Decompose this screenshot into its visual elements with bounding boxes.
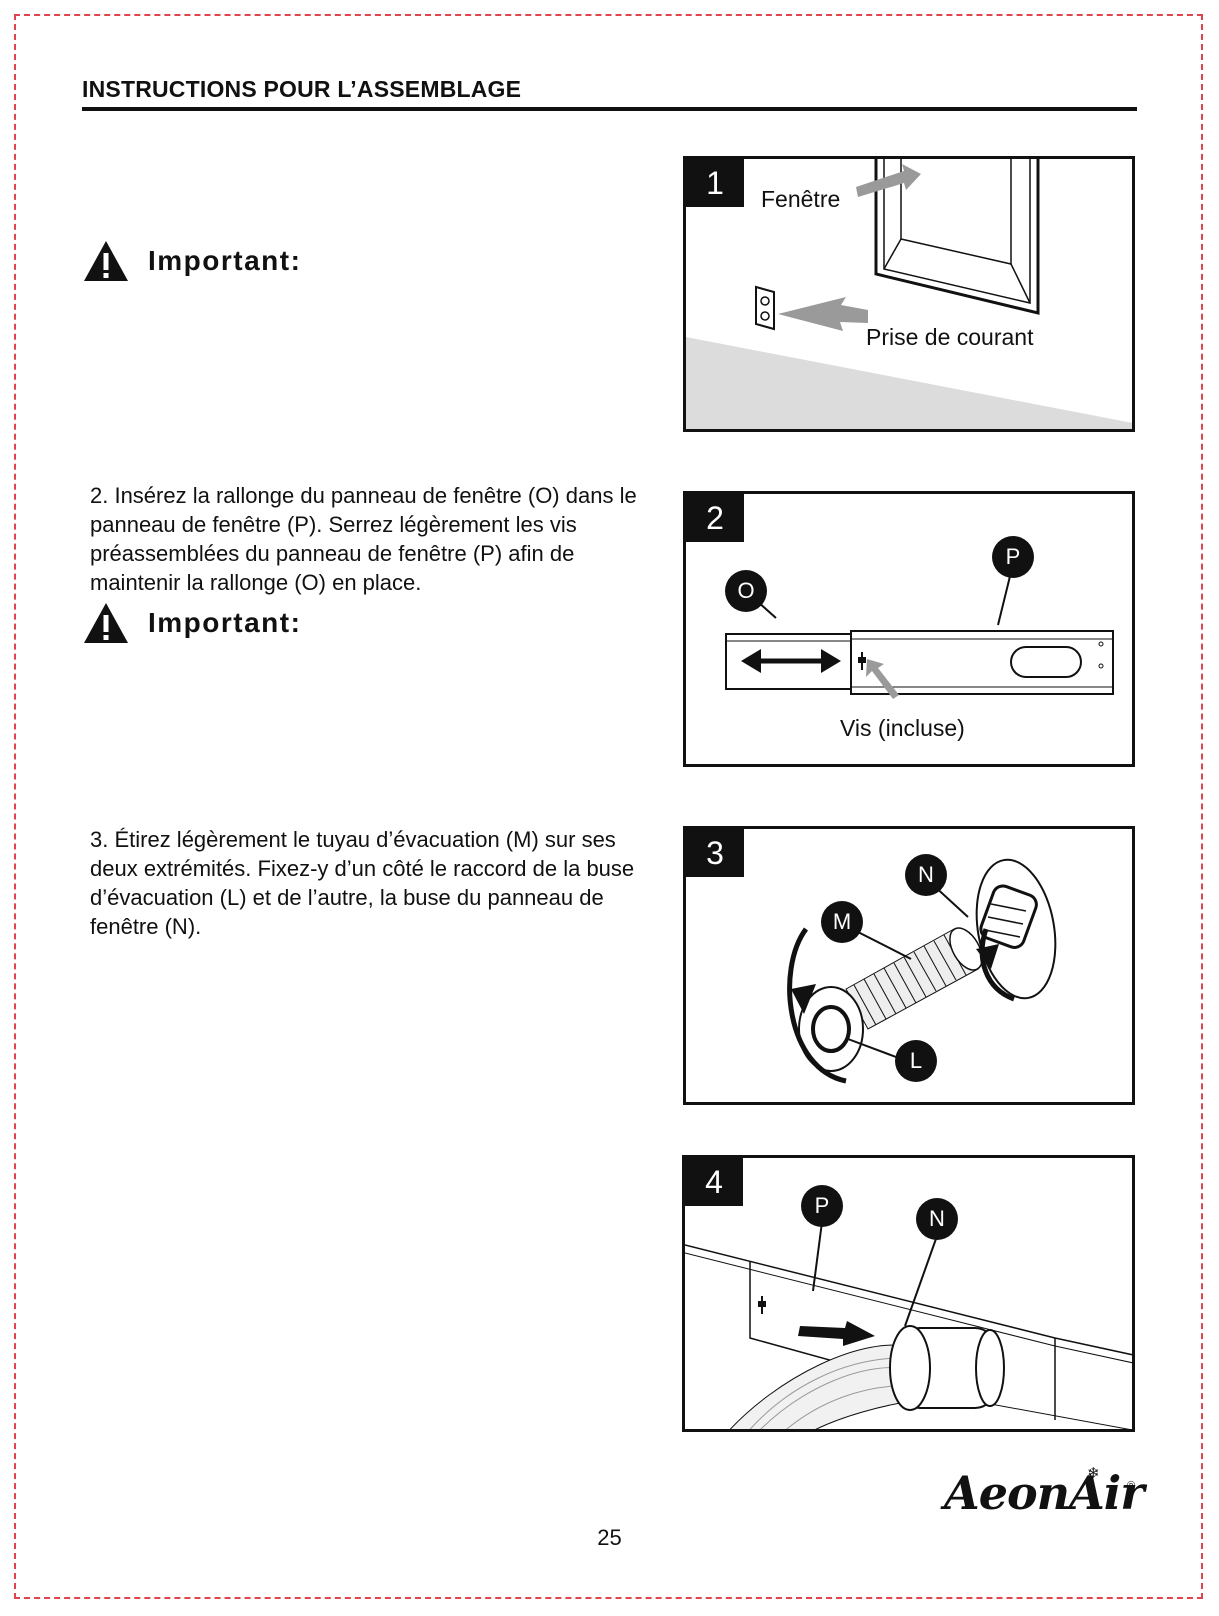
figure-1: 1 Fenêtre Prise de courant: [683, 156, 1135, 432]
figure-number: 4: [685, 1158, 743, 1206]
warning-icon: [84, 241, 128, 281]
page-number: 25: [597, 1525, 622, 1550]
snowflake-icon: ❄: [1087, 1465, 1100, 1482]
page-title: INSTRUCTIONS POUR L’ASSEMBLAGE: [82, 76, 1137, 111]
label-o: O: [737, 578, 755, 603]
window-label: Fenêtre: [761, 186, 841, 212]
figure-2: 2 O P Vis (incluse): [683, 491, 1135, 767]
brand-logo: AeonAir: [944, 1466, 1144, 1520]
label-n: N: [918, 862, 934, 887]
step-2-text: 2. Insérez la rallonge du panneau de fen…: [90, 483, 637, 595]
important-notice-1: Important:: [82, 239, 301, 283]
window-panel-illustration: [725, 536, 1114, 699]
label-l: L: [909, 1048, 923, 1073]
warning-icon: [84, 603, 128, 643]
screw-label: Vis (incluse): [840, 715, 965, 741]
important-label: Important:: [148, 607, 302, 638]
label-m: M: [832, 909, 852, 934]
figure-3: 3 N M L: [683, 826, 1135, 1105]
nozzle-panel-illustration: [685, 1185, 1132, 1429]
window-outlet-illustration: [686, 159, 1132, 429]
label-p: P: [1005, 544, 1021, 569]
step-3-text: 3. Étirez légèrement le tuyau d’évacuati…: [90, 827, 635, 939]
figure-number: 3: [686, 829, 744, 877]
important-notice-2: Important:: [82, 601, 301, 645]
page-border: [14, 14, 1203, 1599]
figure-number: 2: [686, 494, 744, 542]
registered-mark: ®: [1127, 1480, 1136, 1492]
figure-number: 1: [686, 159, 744, 207]
outlet-label: Prise de courant: [866, 324, 1034, 350]
important-label: Important:: [148, 245, 302, 276]
figure-4: 4 P N: [682, 1155, 1135, 1432]
label-p: P: [814, 1193, 830, 1218]
label-n: N: [929, 1206, 945, 1231]
exhaust-hose-illustration: [787, 854, 1057, 1084]
